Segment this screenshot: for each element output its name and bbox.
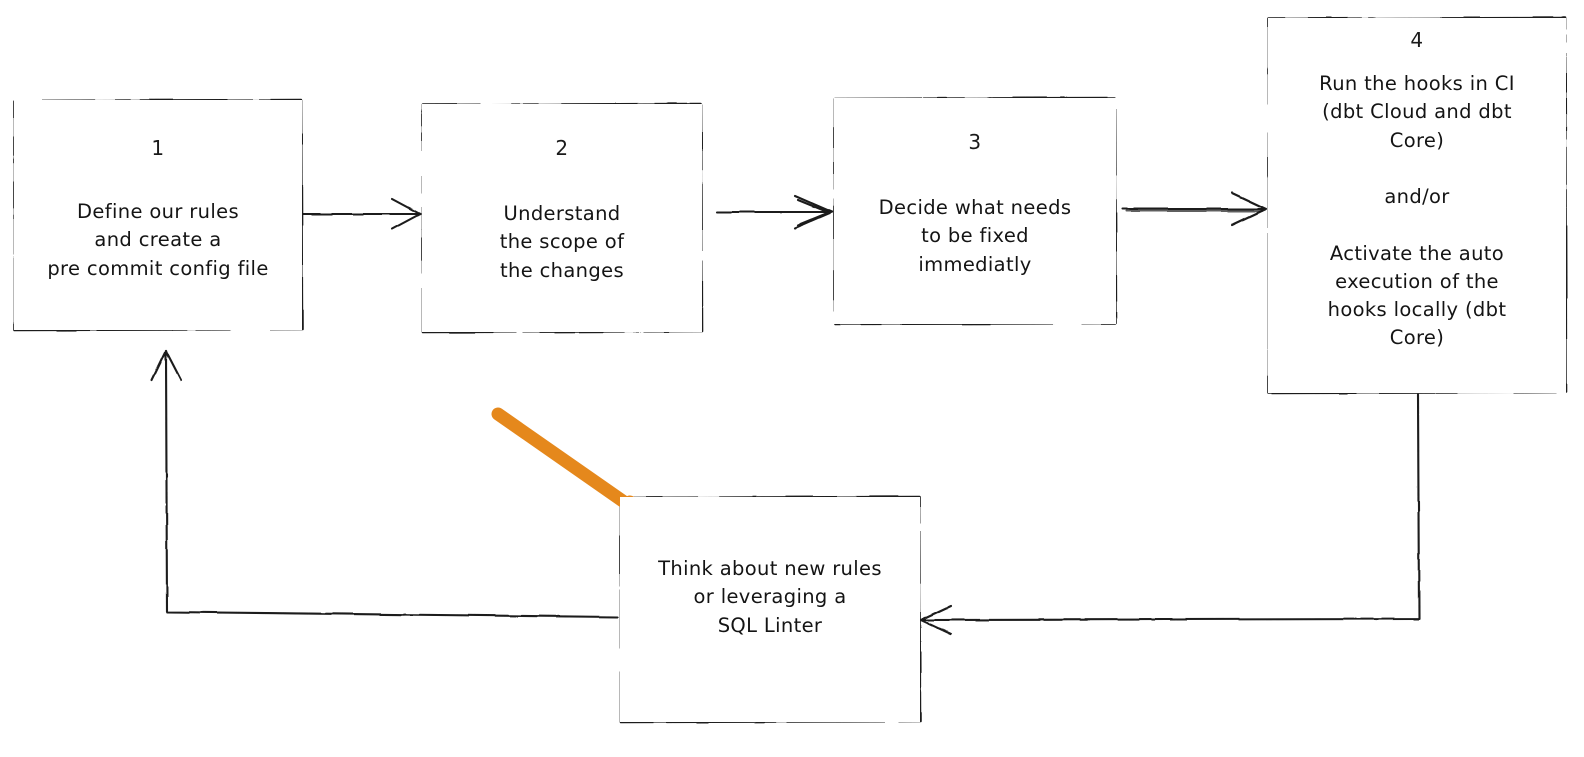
flow-node-4[interactable]: 4 Run the hooks in CI (dbt Cloud and dbt… [1268,18,1566,393]
flow-node-2[interactable]: 2 Understand the scope of the changes [422,104,702,332]
edge-node-2-to-node-3 [715,194,834,230]
node-2-text: Understand the scope of the changes [499,202,625,282]
node-3-text: Decide what needs to be fixed immediatly [878,196,1072,276]
flow-node-1[interactable]: 1 Define our rules and create a pre comm… [14,100,302,330]
edge-node-3-to-node-4 [1120,191,1268,227]
node-4-number: 4 [1410,28,1424,52]
node-1-text: Define our rules and create a pre commit… [47,200,269,280]
edge-node-4-to-node-5 [919,392,1421,636]
edge-node-1-to-node-2 [301,197,422,231]
node-2-number: 2 [555,136,569,160]
flow-node-5[interactable]: Think about new rules or leveraging a SQ… [620,497,920,722]
node-5-text: Think about new rules or leveraging a SQ… [658,557,882,637]
node-3-number: 3 [968,130,982,154]
node-4-text: Run the hooks in CI (dbt Cloud and dbt C… [1319,72,1515,350]
flow-node-3[interactable]: 3 Decide what needs to be fixed immediat… [834,98,1116,324]
node-1-number: 1 [151,136,165,160]
edge-node-5-to-node-1 [150,349,620,619]
